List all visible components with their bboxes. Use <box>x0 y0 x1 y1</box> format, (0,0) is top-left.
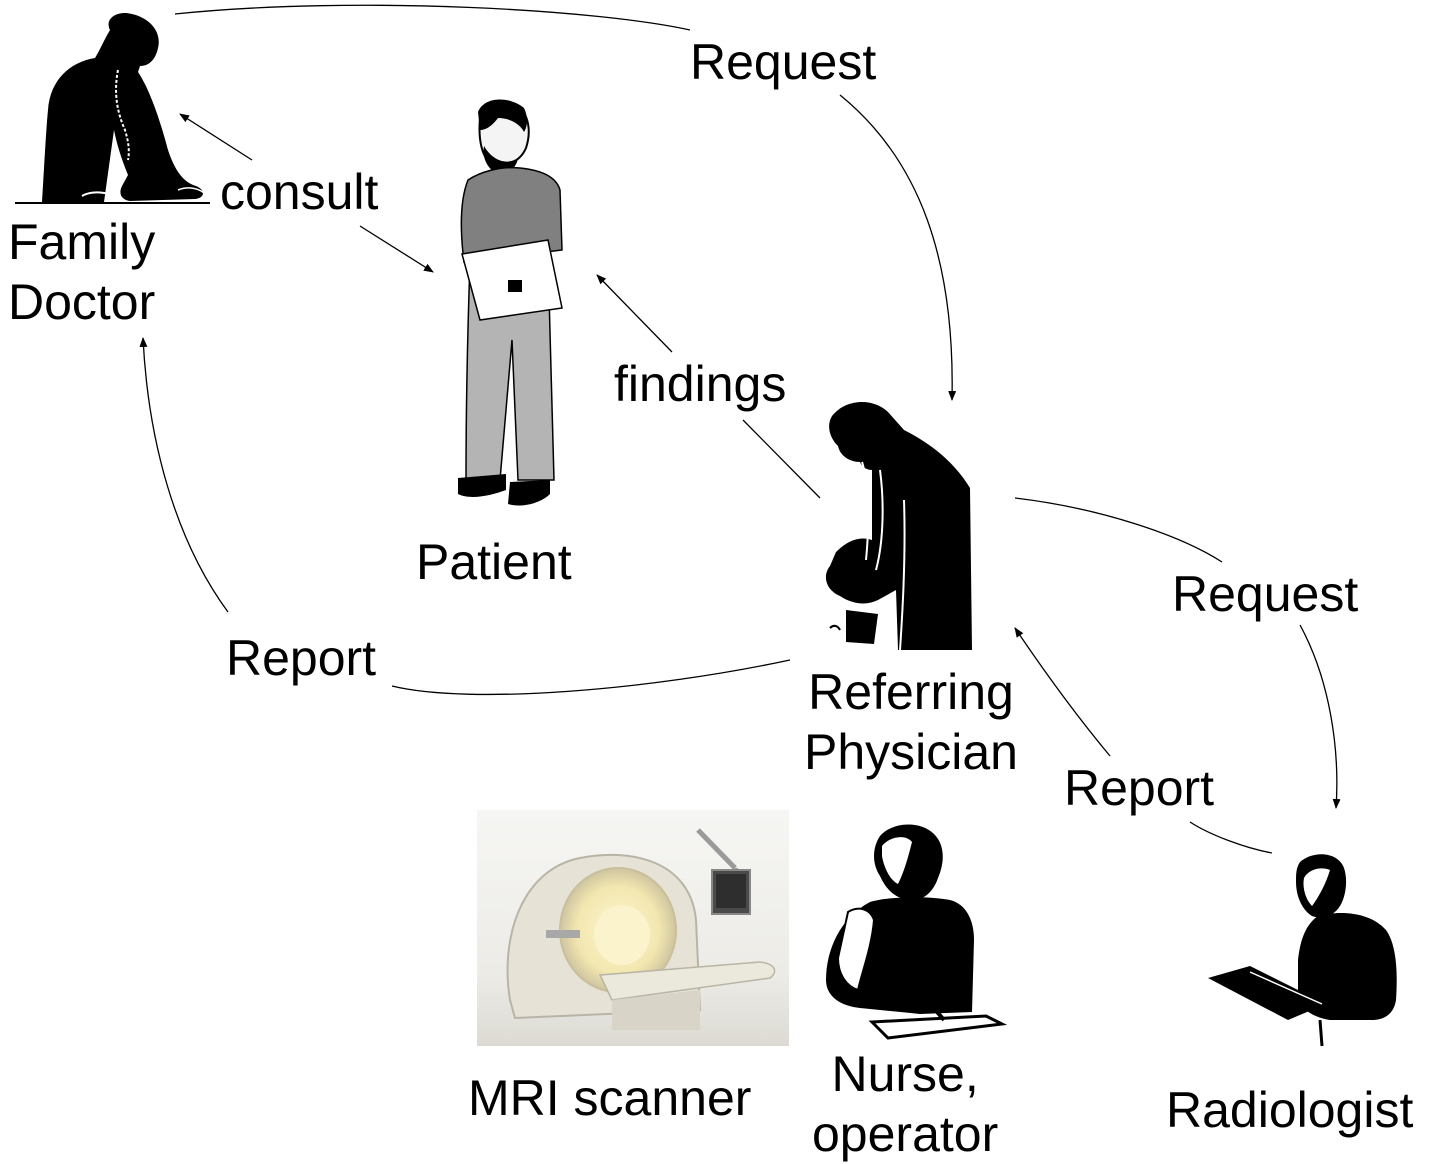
patient-label: Patient <box>416 534 572 590</box>
edge-label-request-top: Request <box>690 32 877 92</box>
edge-line-fd-to-rp <box>174 4 952 400</box>
edge-line-consult-to-fd <box>179 113 253 161</box>
edge-line-consult-to-patient <box>359 225 434 273</box>
edge-line-rp-to-fd <box>143 338 791 696</box>
edge-label-findings: findings <box>614 354 787 414</box>
family-doctor-on-phone-silhouette <box>15 12 210 204</box>
referring-physician-label: Referring Physician <box>804 664 1018 780</box>
mri-scanner-photo <box>477 810 789 1046</box>
edge-line-rp-to-rad <box>1014 497 1337 808</box>
radiologist-label: Radiologist <box>1166 1082 1414 1138</box>
edge-line-findings-to-patient <box>597 275 821 499</box>
family-doctor-label: Family Doctor <box>8 214 156 330</box>
edge-label-consult: consult <box>220 162 379 222</box>
mri-scanner-label: MRI scanner <box>468 1070 752 1126</box>
nurse-operator-label: Nurse, operator <box>812 1046 999 1162</box>
nurse-writing-silhouette <box>826 824 1008 1040</box>
edge-label-report-left: Report <box>226 628 377 688</box>
patient-holding-folder-figure <box>458 99 563 506</box>
physician-with-stethoscope-silhouette <box>825 401 972 651</box>
radiologist-with-clipboard-silhouette <box>1208 854 1397 1047</box>
edge-label-request-right: Request <box>1172 564 1359 624</box>
edge-line-rad-to-rp <box>1015 628 1273 854</box>
edge-label-report-right: Report <box>1064 758 1215 818</box>
